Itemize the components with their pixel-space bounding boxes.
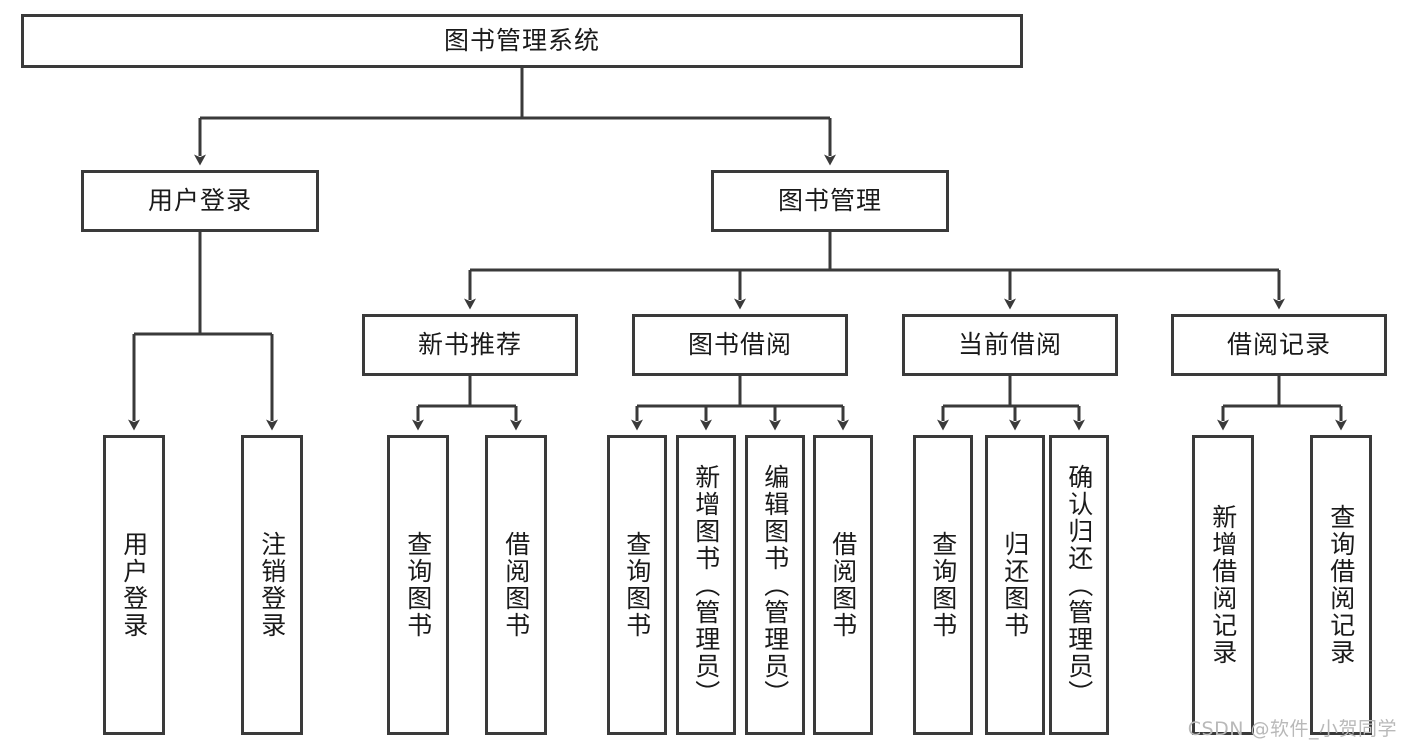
node-leaf-borrow-book-1[interactable]: 借阅图书	[485, 435, 547, 735]
node-label-leaf-query-book-1: 查询图书	[403, 531, 433, 639]
node-label-borrow-record: 借阅记录	[1226, 330, 1331, 360]
node-leaf-add-record[interactable]: 新增借阅记录	[1192, 435, 1254, 735]
node-label-user-login: 用户登录	[147, 186, 252, 216]
connector-root-to-level2	[194, 68, 836, 166]
node-label-leaf-confirm-return: 确认归还（管理员）	[1064, 463, 1094, 707]
node-user-login[interactable]: 用户登录	[81, 170, 319, 232]
node-root[interactable]: 图书管理系统	[21, 14, 1023, 68]
node-label-leaf-return-book: 归还图书	[1000, 531, 1030, 639]
node-borrow-record[interactable]: 借阅记录	[1171, 314, 1387, 376]
node-label-leaf-query-book-3: 查询图书	[928, 531, 958, 639]
node-leaf-edit-book[interactable]: 编辑图书（管理员）	[745, 435, 805, 735]
node-leaf-query-book-3[interactable]: 查询图书	[913, 435, 973, 735]
node-label-leaf-query-book-2: 查询图书	[622, 531, 652, 639]
node-leaf-user-logout[interactable]: 注销登录	[241, 435, 303, 735]
node-leaf-query-book-1[interactable]: 查询图书	[387, 435, 449, 735]
node-label-leaf-query-record: 查询借阅记录	[1326, 504, 1356, 666]
connector-current-borrow-to-leaves	[937, 376, 1085, 431]
node-label-leaf-add-book: 新增图书（管理员）	[691, 463, 721, 707]
node-book-manage[interactable]: 图书管理	[711, 170, 949, 232]
connector-user-login-to-leaves	[128, 232, 278, 431]
node-leaf-borrow-book-2[interactable]: 借阅图书	[813, 435, 873, 735]
node-leaf-confirm-return[interactable]: 确认归还（管理员）	[1049, 435, 1109, 735]
node-label-root: 图书管理系统	[443, 26, 600, 56]
node-book-borrow[interactable]: 图书借阅	[632, 314, 848, 376]
node-label-book-borrow: 图书借阅	[687, 330, 792, 360]
connector-borrow-record-to-leaves	[1217, 376, 1347, 431]
node-label-leaf-borrow-book-2: 借阅图书	[828, 531, 858, 639]
node-label-current-borrow: 当前借阅	[957, 330, 1062, 360]
node-leaf-add-book[interactable]: 新增图书（管理员）	[676, 435, 736, 735]
node-label-leaf-add-record: 新增借阅记录	[1208, 504, 1238, 666]
node-leaf-query-record[interactable]: 查询借阅记录	[1310, 435, 1372, 735]
node-label-leaf-edit-book: 编辑图书（管理员）	[760, 463, 790, 707]
node-label-leaf-user-logout: 注销登录	[257, 531, 287, 639]
node-leaf-return-book[interactable]: 归还图书	[985, 435, 1045, 735]
node-new-book-recommend[interactable]: 新书推荐	[362, 314, 578, 376]
node-label-leaf-user-login: 用户登录	[119, 531, 149, 639]
node-label-leaf-borrow-book-1: 借阅图书	[501, 531, 531, 639]
node-leaf-user-login[interactable]: 用户登录	[103, 435, 165, 735]
node-leaf-query-book-2[interactable]: 查询图书	[607, 435, 667, 735]
connector-new-book-recommend-to-leaves	[412, 376, 522, 431]
node-label-new-book-recommend: 新书推荐	[417, 330, 522, 360]
node-current-borrow[interactable]: 当前借阅	[902, 314, 1118, 376]
connector-book-manage-to-level3	[464, 232, 1285, 310]
node-label-book-manage: 图书管理	[777, 186, 882, 216]
connector-book-borrow-to-leaves	[631, 376, 849, 431]
